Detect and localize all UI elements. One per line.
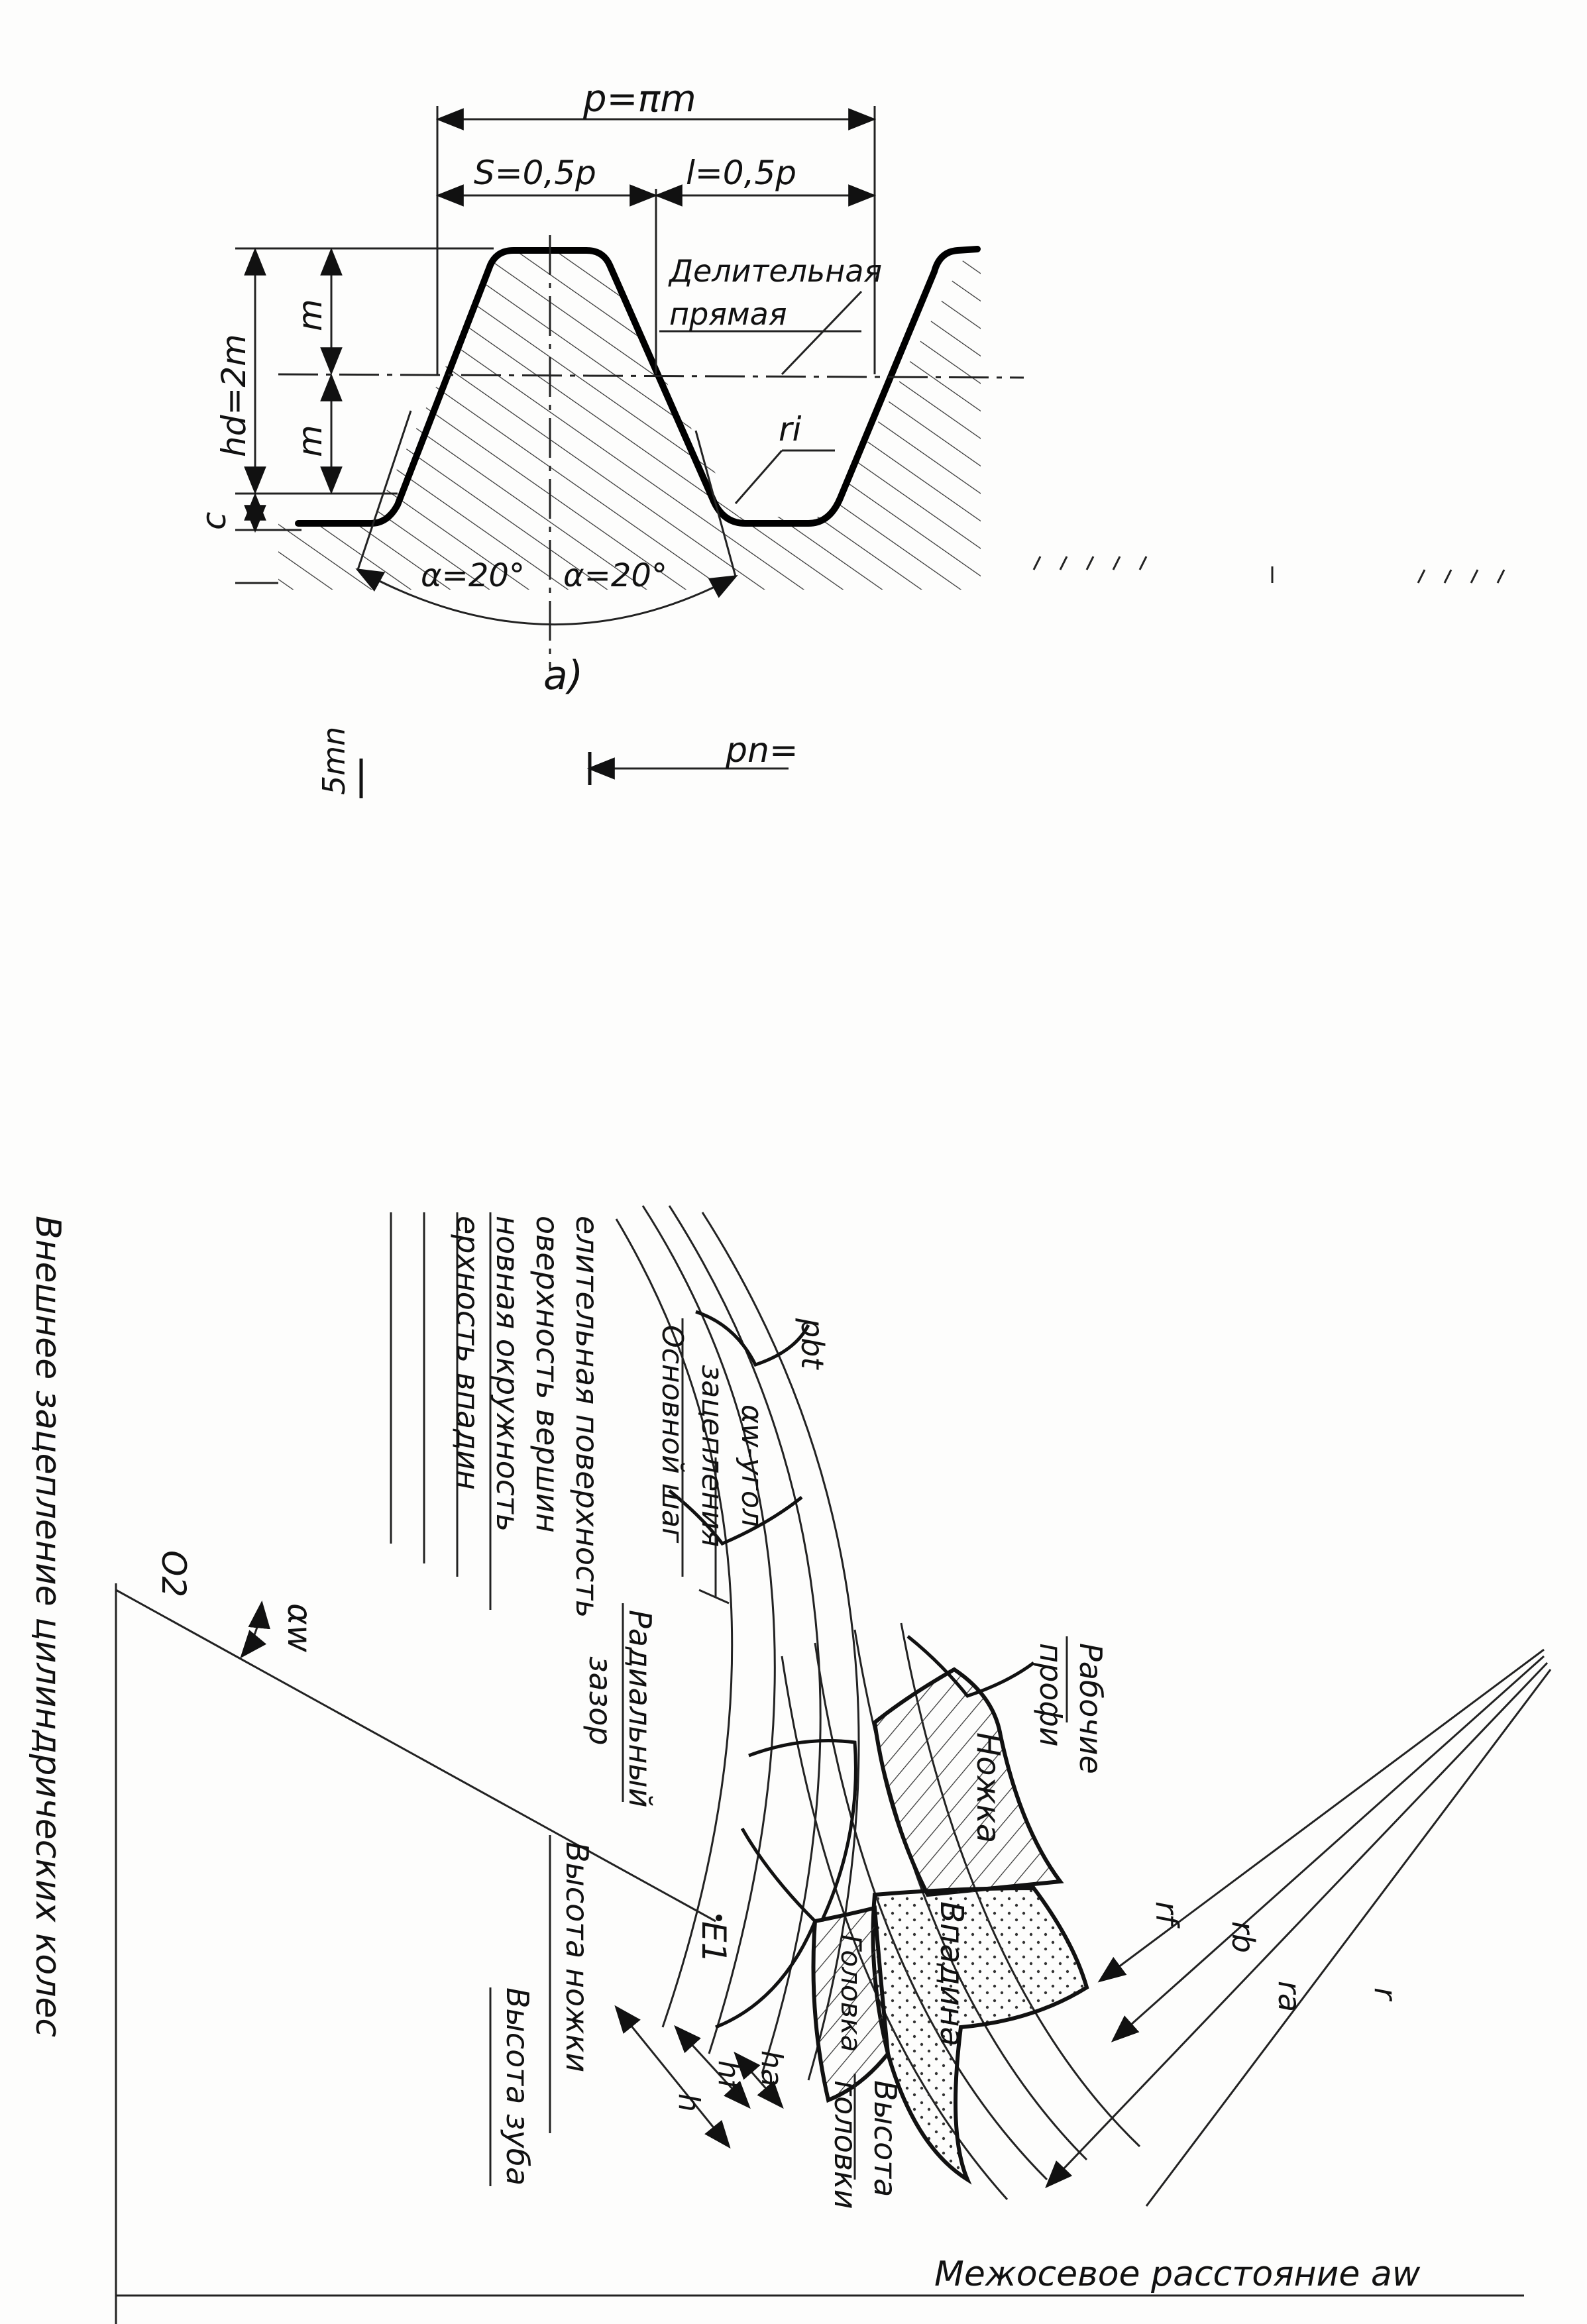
radial-clearance-label-1: Радиальный bbox=[622, 1610, 658, 1808]
space-region-label: Впадина bbox=[933, 1901, 970, 2046]
h-label: h bbox=[672, 2093, 706, 2112]
r-label: r bbox=[1368, 1987, 1403, 2002]
pitch-line bbox=[278, 373, 1024, 379]
addendum-height-label-1: Высота bbox=[867, 2080, 903, 2197]
angle-right-label: α=20° bbox=[563, 557, 667, 594]
edge-marks bbox=[1032, 556, 1505, 584]
dedendum-m-label: m bbox=[291, 425, 329, 457]
left-label-tip-surface: оверхность вершин bbox=[529, 1216, 565, 1533]
angle-arc bbox=[240, 1600, 270, 1659]
rack-tooth-figure bbox=[235, 106, 1505, 798]
center-point-label: O2 bbox=[154, 1550, 193, 1597]
pitch-line-label-1: Делительная bbox=[668, 253, 882, 289]
tooth-outline-4 bbox=[695, 1310, 810, 1367]
left-label-root-surface: ерхность впадин bbox=[450, 1216, 486, 1490]
angle-left-label: α=20° bbox=[421, 557, 525, 594]
gear-mesh-labels: Внешнее зацепление цилиндрических колес … bbox=[28, 1216, 1421, 2294]
ray-r bbox=[1145, 1669, 1552, 2207]
root-space-region bbox=[871, 1885, 1089, 2185]
working-label-2: профи bbox=[1033, 1643, 1069, 1747]
point-e1-dot bbox=[716, 1915, 722, 1921]
addendum-arrow bbox=[734, 2051, 784, 2109]
pitch-line-label-2: прямая bbox=[669, 296, 787, 332]
dedendum-region bbox=[872, 1667, 1064, 1897]
rf-label: rf bbox=[1149, 1901, 1185, 1928]
dedendum-region-label: Ножка bbox=[969, 1732, 1007, 1843]
base-pitch-symbol: pbt bbox=[794, 1318, 830, 1370]
tooth-outline-3 bbox=[668, 1489, 803, 1546]
tooth-profile-outline bbox=[295, 246, 981, 527]
tooth-height-label: hd=2m bbox=[215, 334, 253, 457]
angle-flank-ext-left bbox=[356, 410, 412, 570]
ra-label: ra bbox=[1272, 1981, 1307, 2012]
figure-caption: Внешнее зацепление цилиндрических колес bbox=[28, 1216, 68, 2037]
tooth-outline-1 bbox=[748, 1739, 857, 1923]
clearance-label: c bbox=[195, 512, 233, 531]
dedendum-height-label: Высота ножки bbox=[559, 1842, 595, 2072]
left-label-base-circle: новная окружность bbox=[490, 1216, 525, 1532]
pitch-line-leader-diag bbox=[781, 290, 863, 376]
angle-desc-label: αw-угол bbox=[735, 1404, 769, 1527]
ray-rb bbox=[1111, 1655, 1545, 2042]
line-of-action-radius bbox=[115, 1589, 716, 1923]
base-arc-1 bbox=[615, 1218, 734, 2028]
tooth-height-arrow bbox=[614, 2005, 731, 2149]
tooth-outline-5 bbox=[906, 1635, 1035, 1698]
ray-ra bbox=[1045, 1662, 1549, 2189]
addendum-region-label: Головка bbox=[835, 1934, 867, 2052]
ha-label: ha bbox=[755, 2050, 789, 2087]
working-label-1: Рабочие bbox=[1073, 1643, 1109, 1774]
addendum-height-label-2: головки bbox=[828, 2080, 863, 2209]
hf-label: hf bbox=[712, 2060, 745, 2093]
left-label-pitch-surface: елительная поверхность bbox=[569, 1216, 605, 1618]
base-pitch-label: Основной шаг bbox=[655, 1325, 689, 1544]
fillet-radius-label: ri bbox=[779, 410, 802, 449]
o2-tick bbox=[698, 1589, 730, 1605]
pitch-label: p=πm bbox=[582, 78, 696, 121]
fillet-leader bbox=[734, 450, 783, 504]
gear-mesh-figure bbox=[115, 1205, 1552, 2324]
radial-clearance-label-2: зазор bbox=[582, 1656, 618, 1745]
center-distance-label: Межосевое расстояние aw bbox=[934, 2254, 1421, 2294]
rack-labels: p=πm S=0,5p l=0,5p Делительная прямая hd… bbox=[195, 78, 882, 795]
tooth-body-hatch bbox=[278, 252, 981, 590]
tooth-outline-2 bbox=[715, 1827, 817, 2029]
stub-pitch-label: pn= bbox=[725, 731, 798, 770]
thickness-label: S=0,5p bbox=[474, 154, 596, 192]
action-label: зацепления bbox=[695, 1365, 729, 1547]
ray-rf bbox=[1097, 1648, 1545, 1983]
angle-flank-ext-right bbox=[694, 430, 737, 577]
figure-a-label: а) bbox=[543, 653, 583, 699]
addendum-region bbox=[811, 1905, 891, 2103]
pressure-angle-arc bbox=[355, 568, 738, 626]
tip-arc-1 bbox=[668, 1205, 822, 2074]
addendum-m-label: m bbox=[291, 299, 329, 331]
stub-module-label: 5mn bbox=[316, 727, 352, 795]
rb-label: rb bbox=[1225, 1921, 1261, 1953]
space-label: l=0,5p bbox=[686, 154, 796, 192]
tooth-height-label: Высота зуба bbox=[500, 1987, 535, 2186]
angle-label: αw bbox=[280, 1603, 319, 1652]
point-e1-label: E1 bbox=[694, 1921, 733, 1963]
